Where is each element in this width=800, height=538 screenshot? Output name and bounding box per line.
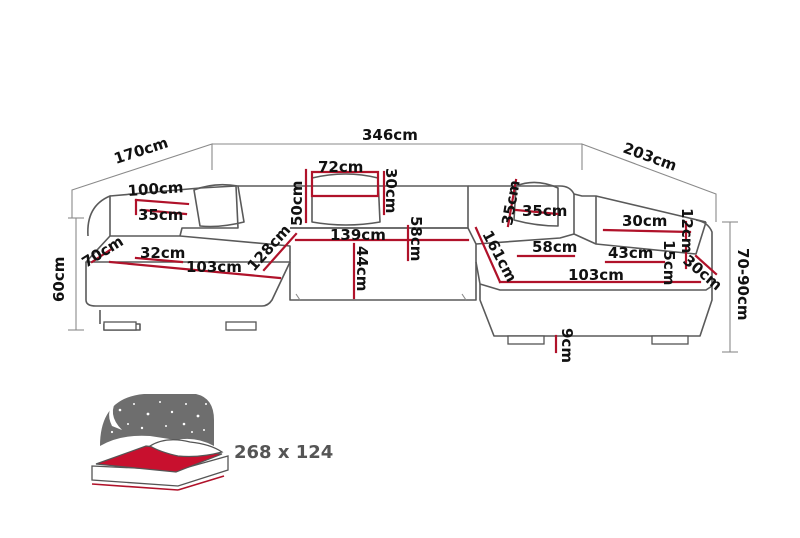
dimension-labels: 346cm 170cm 203cm 100cm 35cm 70cm 32cm 1… [50,126,752,363]
label-headrest-width: 30cm [622,212,667,230]
label-cushion-height: 30cm [382,168,400,213]
label-width-total: 346cm [362,126,418,144]
pillow [148,439,224,458]
red-measure-lines [90,168,718,354]
moon-shape [109,398,122,430]
label-middle-seat-depth: 58cm [407,216,425,261]
middle-module [238,173,477,301]
bed-function-icon [91,394,229,491]
label-middle-seat-width: 139cm [330,226,386,244]
label-left-chaise-length: 103cm [186,258,242,276]
label-headrest-gap: 12cm [678,208,696,253]
left-chaise [85,183,291,331]
label-left-seat-depth: 70cm [79,232,127,271]
right-chaise [468,181,713,345]
night-sky-shape [100,394,214,446]
bed-size-label: 268 x 124 [234,442,333,463]
stars [110,401,207,434]
label-leg-height: 9cm [558,328,576,363]
overall-dimension-lines [68,143,738,353]
label-back-height-range: 70-90cm [734,248,752,321]
label-left-depth: 170cm [112,133,171,167]
label-right-arm-width: 35cm [522,202,567,220]
label-total-height: 60cm [50,257,68,302]
label-armrest-depth: 30cm [679,251,725,294]
label-right-chaise-diag: 161cm [478,227,520,285]
label-cushion-width: 72cm [318,158,363,176]
label-left-arm-width: 35cm [138,206,183,224]
label-right-seat-depth: 58cm [532,238,577,256]
label-left-seat-width: 32cm [140,244,185,262]
label-right-chaise-length: 103cm [568,266,624,284]
label-seat-height: 44cm [353,246,371,291]
label-armrest-height: 15cm [660,240,678,285]
label-left-chaise-diag: 128cm [244,221,295,275]
label-left-arm-length: 100cm [127,178,184,200]
label-armrest-width: 43cm [608,244,653,262]
label-cushion-back: 50cm [288,181,306,226]
